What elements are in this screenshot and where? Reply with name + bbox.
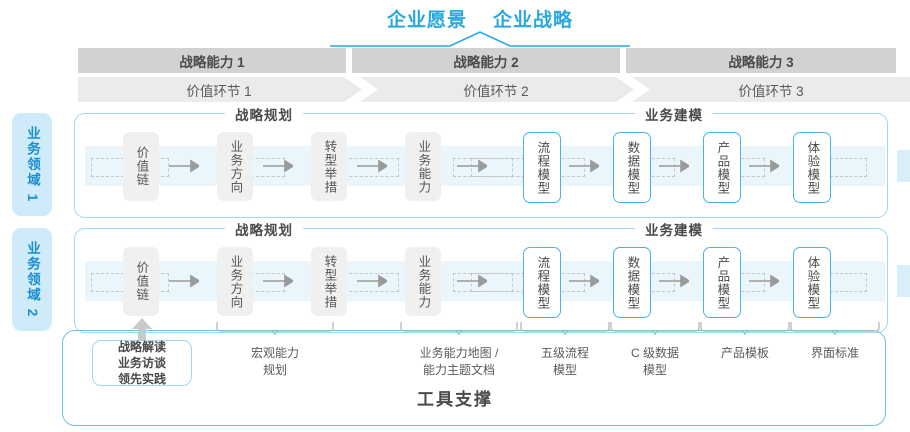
- brace-ui-standard: [790, 322, 880, 336]
- top-title-group: 企业愿景 企业战略: [340, 4, 620, 32]
- bottom-label-capability-map-l2: 能力主题文档: [422, 363, 495, 378]
- arrow-2g-icon: [749, 274, 779, 288]
- arrow-2e-icon: [569, 274, 599, 288]
- brace-macro-capability: [216, 322, 334, 336]
- node-business-capability-1[interactable]: 业务能力: [405, 132, 441, 201]
- side-label-domain-2[interactable]: 业务领域 2: [12, 228, 52, 331]
- node-transformation-1[interactable]: 转型举措: [311, 132, 347, 201]
- enterprise-strategy-title: 企业战略: [493, 9, 574, 31]
- node-data-model-1[interactable]: 数据模型: [613, 132, 651, 203]
- section-rule-right-1: [733, 113, 873, 115]
- tool-box-line-2: 业务访谈: [117, 355, 166, 370]
- tool-box-line-3: 领先实践: [117, 372, 166, 387]
- section-title-modeling-1: 业务建模: [635, 104, 713, 124]
- section-title-modeling-2: 业务建模: [635, 219, 713, 239]
- node-experience-model-2[interactable]: 体验模型: [793, 247, 831, 318]
- enterprise-vision-title: 企业愿景: [386, 9, 467, 31]
- arrow-1b-icon: [263, 159, 293, 173]
- node-experience-model-1[interactable]: 体验模型: [793, 132, 831, 203]
- bottom-label-capability-map: 业务能力地图 / 能力主题文档: [399, 345, 519, 380]
- arrow-2a-icon: [169, 274, 199, 288]
- value-chain-bar-2[interactable]: 价值环节 2: [360, 77, 632, 102]
- node-product-model-2[interactable]: 产品模型: [703, 247, 741, 318]
- arrow-1g-icon: [749, 159, 779, 173]
- arrow-2d-icon: [457, 274, 487, 288]
- flow-band-arrow-1-icon: [897, 150, 910, 182]
- capability-bar-3[interactable]: 战略能力 3: [626, 48, 896, 73]
- chevron-notch-2-icon: [616, 77, 650, 102]
- arrow-1d-icon: [457, 159, 487, 173]
- up-arrow-icon: [132, 318, 152, 342]
- tool-box-strategy[interactable]: 战略解读 业务访谈 领先实践: [92, 340, 192, 386]
- bottom-label-product-template-l1: 产品模板: [720, 346, 769, 360]
- section-title-strategy-1: 战略规划: [225, 104, 303, 124]
- section-rule-mid-1: [323, 113, 411, 115]
- bottom-label-process-model: 五级流程 模型: [520, 345, 610, 380]
- section-rule-left-1: [89, 113, 223, 115]
- domain-row-1: 战略规划 业务建模 价值链 业务方向 转型举措 业务能力 流程模型 数据模型 产…: [74, 104, 910, 218]
- bottom-label-process-model-l2: 模型: [552, 363, 577, 378]
- section-rule-mid2-1: [499, 113, 633, 115]
- node-business-capability-2[interactable]: 业务能力: [405, 247, 441, 316]
- capability-bar-1[interactable]: 战略能力 1: [78, 48, 346, 73]
- node-data-model-2[interactable]: 数据模型: [613, 247, 651, 318]
- section-title-strategy-2: 战略规划: [225, 219, 303, 239]
- bottom-label-macro-capability-l2: 规划: [262, 363, 287, 378]
- bottom-label-capability-map-l1: 业务能力地图 /: [419, 346, 499, 360]
- capability-bar-2[interactable]: 战略能力 2: [352, 48, 620, 73]
- bottom-label-ui-standard: 界面标准: [790, 345, 880, 362]
- footer-title: 工具支撑: [417, 390, 493, 409]
- bottom-label-data-model-l1: C 级数据: [630, 346, 679, 360]
- side-label-domain-1[interactable]: 业务领域 1: [12, 113, 52, 216]
- brace-data-model: [610, 322, 700, 336]
- arrow-2b-icon: [263, 274, 293, 288]
- node-business-direction-1[interactable]: 业务方向: [217, 132, 253, 201]
- node-transformation-2[interactable]: 转型举措: [311, 247, 347, 316]
- flow-band-arrow-2-icon: [897, 265, 910, 297]
- arrow-1a-icon: [169, 159, 199, 173]
- node-product-model-1[interactable]: 产品模型: [703, 132, 741, 203]
- capability-bar-row: 战略能力 1 战略能力 2 战略能力 3: [78, 48, 896, 73]
- brace-product-template: [700, 322, 790, 336]
- node-process-model-2[interactable]: 流程模型: [523, 247, 561, 318]
- bottom-label-ui-standard-l1: 界面标准: [810, 346, 859, 360]
- section-rule-left-2: [89, 228, 223, 230]
- bottom-label-product-template: 产品模板: [700, 345, 790, 362]
- domain-row-2: 战略规划 业务建模 价值链 业务方向 转型举措 业务能力 流程模型 数据模型 产…: [74, 219, 910, 333]
- value-chain-bar-3[interactable]: 价值环节 3: [632, 77, 910, 102]
- arrow-2c-icon: [357, 274, 387, 288]
- section-rule-mid2-2: [499, 228, 633, 230]
- bottom-label-data-model: C 级数据 模型: [610, 345, 700, 380]
- node-value-chain-2[interactable]: 价值链: [123, 247, 159, 316]
- value-chain-bar-1[interactable]: 价值环节 1: [78, 77, 360, 102]
- bottom-label-data-model-l2: 模型: [642, 363, 667, 378]
- section-rule-right-2: [733, 228, 873, 230]
- brace-process-model: [520, 322, 610, 336]
- node-business-direction-2[interactable]: 业务方向: [217, 247, 253, 316]
- arrow-1c-icon: [357, 159, 387, 173]
- title-connector-line: [330, 31, 630, 47]
- arrow-1e-icon: [569, 159, 599, 173]
- arrow-1f-icon: [659, 159, 689, 173]
- node-process-model-1[interactable]: 流程模型: [523, 132, 561, 203]
- arrow-2f-icon: [659, 274, 689, 288]
- bottom-label-macro-capability: 宏观能力 规划: [215, 345, 335, 380]
- bottom-label-process-model-l1: 五级流程: [540, 346, 589, 360]
- chevron-notch-1-icon: [344, 77, 378, 102]
- node-value-chain-1[interactable]: 价值链: [123, 132, 159, 201]
- section-rule-mid-2: [323, 228, 411, 230]
- tool-box-line-1: 战略解读: [117, 339, 166, 354]
- value-chain-row: 价值环节 1 价值环节 2 价值环节 3: [78, 77, 910, 102]
- bottom-label-macro-capability-l1: 宏观能力: [250, 346, 299, 360]
- chevron-end-icon: [890, 77, 910, 102]
- brace-capability-map: [400, 322, 518, 336]
